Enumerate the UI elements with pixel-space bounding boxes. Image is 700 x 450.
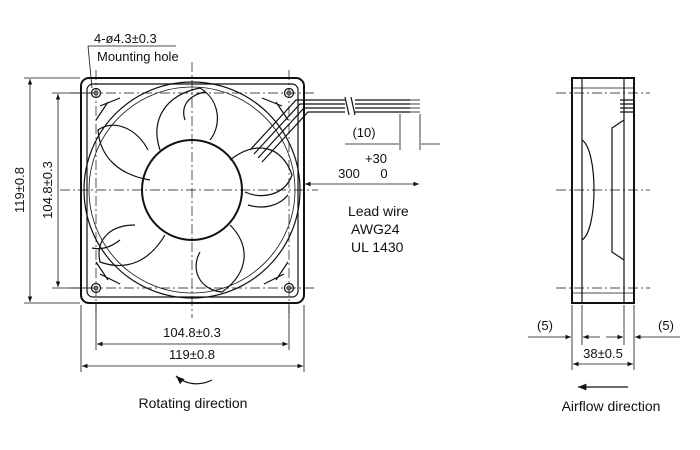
rotation-label: Rotating direction bbox=[139, 395, 248, 411]
side-view: (5) (5) 38±0.5 Airflow direction bbox=[528, 77, 680, 414]
depth-dim: 38±0.5 bbox=[583, 346, 623, 361]
hole-label: Mounting hole bbox=[97, 49, 179, 64]
outer-height-dim: 119±0.8 bbox=[12, 167, 27, 213]
airflow-label: Airflow direction bbox=[562, 398, 661, 414]
wire-length-dim: 300 bbox=[338, 166, 360, 181]
front-view: 4-ø4.3±0.3 Mounting hole 119±0.8 104.8±0… bbox=[12, 31, 318, 411]
wire-tolerance-plus: +30 bbox=[365, 151, 387, 166]
right-flange-dim: (5) bbox=[658, 318, 674, 333]
lead-wire-title: Lead wire bbox=[348, 203, 409, 219]
strip-length-dim: (10) bbox=[352, 125, 375, 140]
lead-wire-standard: UL 1430 bbox=[351, 239, 404, 255]
side-frame bbox=[571, 77, 635, 304]
fan-frame-inner bbox=[86, 83, 299, 298]
outer-width-dim: 119±0.8 bbox=[169, 347, 215, 362]
inner-height-dim: 104.8±0.3 bbox=[40, 161, 55, 219]
lead-wire: (10) +30 300 0 Lead wire AWG24 UL 1430 bbox=[249, 96, 440, 255]
fan-blades bbox=[91, 87, 293, 293]
left-flange-dim: (5) bbox=[537, 318, 553, 333]
inner-width-dim: 104.8±0.3 bbox=[163, 325, 221, 340]
wire-tolerance-minus: 0 bbox=[380, 166, 387, 181]
hole-callout: 4-ø4.3±0.3 bbox=[94, 31, 157, 46]
rotation-arrow bbox=[175, 375, 213, 385]
fan-frame-outer bbox=[80, 77, 305, 304]
lead-wire-gauge: AWG24 bbox=[351, 221, 400, 237]
